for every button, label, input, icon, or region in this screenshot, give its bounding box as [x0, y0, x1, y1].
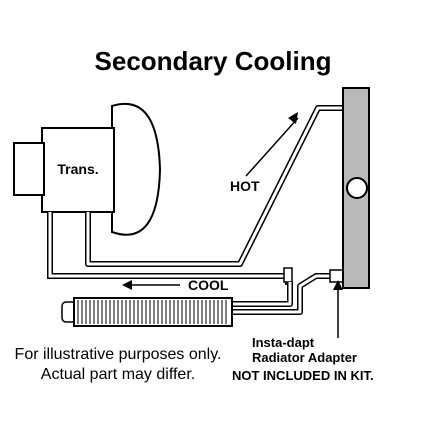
radiator-cap — [346, 177, 368, 199]
adapter-note-line-3: NOT INCLUDED IN KIT. — [232, 368, 374, 383]
radiator-adapter-fitting — [329, 269, 345, 283]
transmission-bell-housing — [111, 102, 162, 236]
adapter-note-line-2: Radiator Adapter — [252, 350, 357, 365]
hot-flow-arrow — [245, 117, 299, 177]
transmission-label: Trans. — [57, 161, 98, 177]
cool-arrow-head — [122, 280, 132, 290]
disclaimer-line-1: For illustrative purposes only. — [15, 346, 222, 363]
diagram-title: Secondary Cooling — [95, 46, 332, 76]
disclaimer-line-2: Actual part may differ. — [41, 366, 195, 383]
transmission-tailshaft — [13, 142, 45, 196]
adapter-pointer-head — [333, 280, 343, 290]
cooler-fins — [77, 300, 227, 324]
hot-label: HOT — [230, 178, 260, 194]
adapter-note-line-1: Insta-dapt — [252, 335, 315, 350]
cool-label: COOL — [188, 277, 229, 293]
cooler-line-upper — [230, 282, 293, 307]
line-fitting — [283, 267, 293, 283]
hot-arrow-head — [288, 112, 298, 124]
